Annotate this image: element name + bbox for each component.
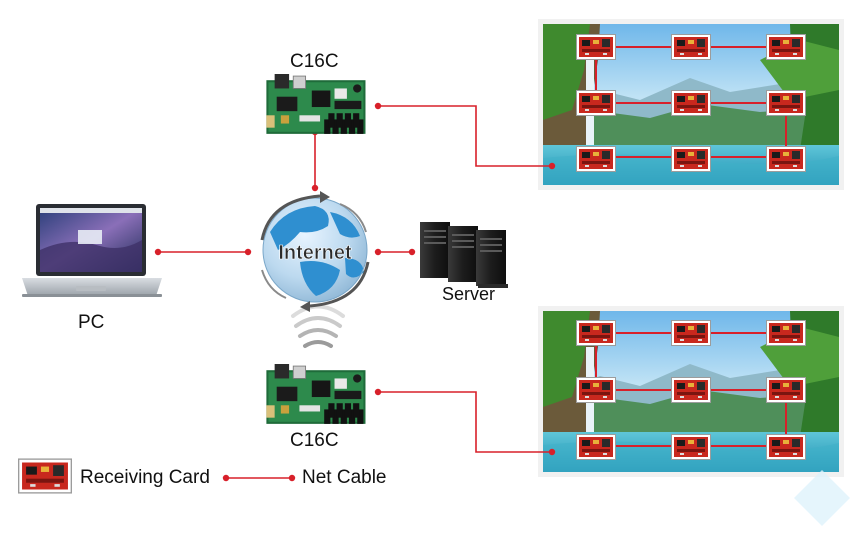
receiving-card-icon [766, 377, 806, 403]
receiving-card-icon [576, 377, 616, 403]
decorative-diamond [794, 470, 850, 526]
legend-net-cable-line [222, 474, 296, 482]
cable-bottom-controller-to-screen [378, 391, 552, 453]
wifi-signal-icon [291, 304, 345, 348]
receiving-card-icon [576, 90, 616, 116]
receiving-card-icon [576, 434, 616, 460]
receiving-card-icon [576, 320, 616, 346]
receiving-card-icon [671, 320, 711, 346]
receiving-card-icon [18, 458, 72, 494]
legend-net-cable-label: Net Cable [302, 467, 387, 488]
internet-label: Internet [278, 242, 352, 264]
led-controller-board-icon [266, 74, 367, 135]
receiving-card-icon [671, 146, 711, 172]
cable-top-controller-to-screen [378, 105, 552, 167]
receiving-card-icon [671, 34, 711, 60]
receiving-card-icon [671, 434, 711, 460]
server-tower-icon [420, 222, 508, 288]
receiving-card-icon [576, 34, 616, 60]
receiving-card-icon [671, 377, 711, 403]
receiving-card-grid-bottom [576, 320, 806, 460]
controller-top-label: C16C [290, 51, 339, 72]
receiving-card-icon [766, 90, 806, 116]
globe-icon: Internet [260, 191, 370, 312]
legend-receiving-card-label: Receiving Card [80, 467, 210, 488]
receiving-card-icon [671, 90, 711, 116]
receiving-card-icon [766, 146, 806, 172]
receiving-card-icon [766, 320, 806, 346]
led-screen-top [538, 19, 844, 190]
receiving-card-icon [766, 34, 806, 60]
led-controller-board-icon [266, 364, 367, 425]
led-screen-bottom [538, 306, 844, 477]
receiving-card-icon [766, 434, 806, 460]
server-label: Server [442, 284, 496, 304]
controller-bottom-label: C16C [290, 430, 339, 451]
receiving-card-grid-top [576, 34, 806, 172]
pc-label: PC [78, 312, 105, 333]
laptop-icon [22, 204, 162, 297]
receiving-card-icon [576, 146, 616, 172]
net-cables [158, 105, 552, 453]
